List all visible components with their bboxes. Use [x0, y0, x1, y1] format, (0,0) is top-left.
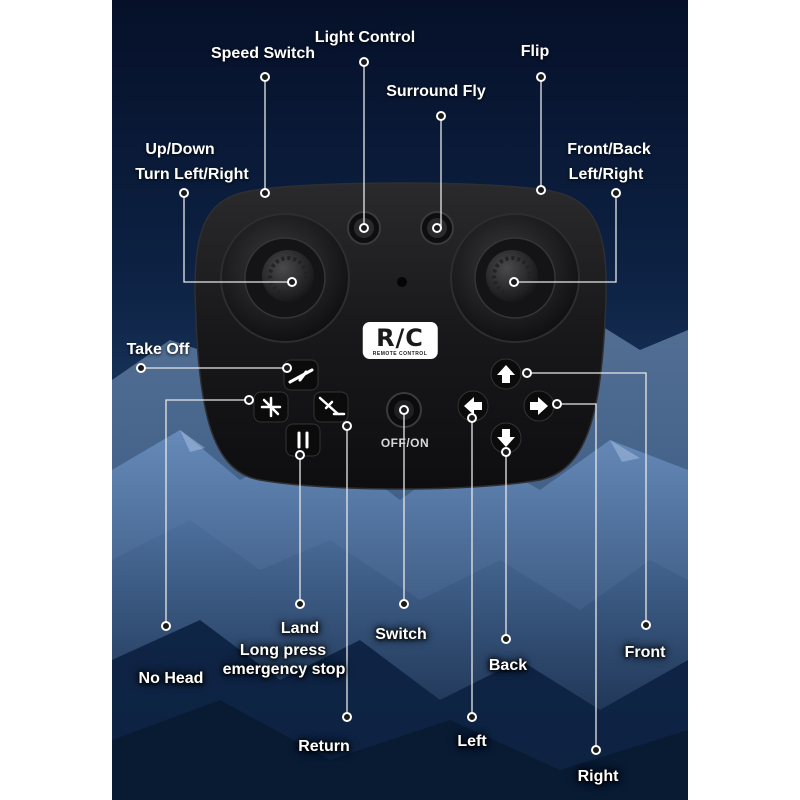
take-off-button[interactable]	[283, 359, 319, 391]
label-switch: Switch	[375, 626, 427, 643]
label-return: Return	[298, 738, 350, 755]
indicator-light	[397, 277, 407, 287]
label-right: Right	[577, 768, 619, 785]
brand-logo: R/C REMOTE CONTROL	[362, 322, 438, 359]
no-head-button[interactable]	[253, 391, 289, 423]
label-flip: Flip	[520, 43, 550, 60]
front-button[interactable]	[490, 358, 522, 390]
label-surround-fly: Surround Fly	[386, 83, 486, 100]
label-left-stick-line1: Up/Down	[145, 141, 215, 158]
right-button[interactable]	[523, 390, 555, 422]
left-button[interactable]	[457, 390, 489, 422]
leader-dots	[136, 57, 651, 755]
label-back: Back	[488, 657, 528, 674]
label-take-off: Take Off	[126, 341, 190, 358]
label-land-line2: Long press	[239, 642, 327, 659]
label-right-stick-line2: Left/Right	[568, 166, 644, 183]
label-left-stick-line2: Turn Left/Right	[135, 166, 249, 183]
return-button[interactable]	[313, 391, 349, 423]
label-land-line1: Land	[280, 620, 320, 637]
label-no-head: No Head	[138, 670, 204, 687]
brand-subtitle: REMOTE CONTROL	[372, 351, 428, 357]
label-speed-switch: Speed Switch	[210, 45, 316, 62]
label-left: Left	[457, 733, 487, 750]
label-land-line3: emergency stop	[222, 661, 346, 678]
label-right-stick-line1: Front/Back	[567, 141, 651, 158]
left-joystick[interactable]	[220, 213, 350, 343]
switch-text: OFF/ON	[380, 436, 430, 450]
label-light-control: Light Control	[314, 29, 416, 46]
brand-logo-text: R/C	[376, 324, 424, 352]
leader-lines	[141, 62, 647, 750]
label-front: Front	[624, 644, 666, 661]
